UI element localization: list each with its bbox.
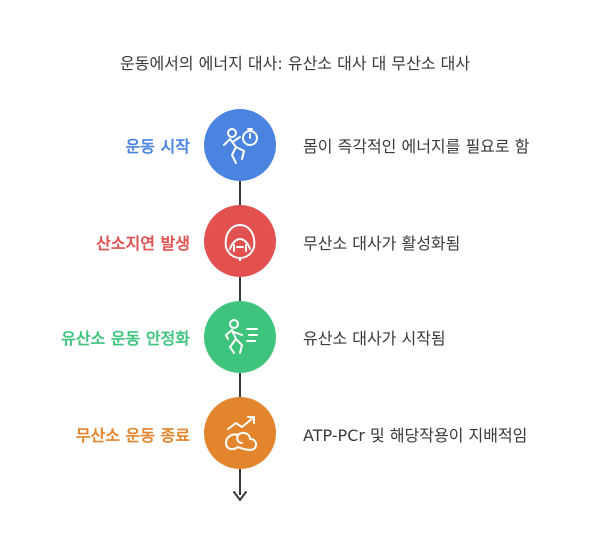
step-description-anaerobic-end: ATP-PCr 및 해당작용이 지배적임 xyxy=(303,426,528,445)
step-description-oxygen-deficit: 무산소 대사가 활성화됨 xyxy=(303,234,461,253)
trend-up-muscle-icon xyxy=(225,416,258,451)
step-label-anaerobic-end: 무산소 운동 종료 xyxy=(75,426,190,445)
step-description-aerobic-steady: 유산소 대사가 시작됨 xyxy=(303,329,446,348)
step-circle-anaerobic-end xyxy=(204,397,276,469)
step-label-aerobic-steady: 유산소 운동 안정화 xyxy=(61,329,190,348)
running-person-stopwatch-icon xyxy=(223,128,258,164)
step-label-exercise-start: 운동 시작 xyxy=(125,137,190,156)
step-circle-oxygen-deficit xyxy=(204,205,276,277)
step-circle-exercise-start xyxy=(204,109,276,181)
oxygen-mask-icon xyxy=(224,224,256,261)
step-label-oxygen-deficit: 산소지연 발생 xyxy=(96,234,190,253)
jogging-person-icon xyxy=(225,319,258,354)
arrow-down-icon xyxy=(233,491,247,501)
step-circle-aerobic-steady xyxy=(204,301,276,373)
diagram-title: 운동에서의 에너지 대사: 유산소 대사 대 무산소 대사 xyxy=(120,54,471,73)
step-description-exercise-start: 몸이 즉각적인 에너지를 필요로 함 xyxy=(303,137,530,156)
